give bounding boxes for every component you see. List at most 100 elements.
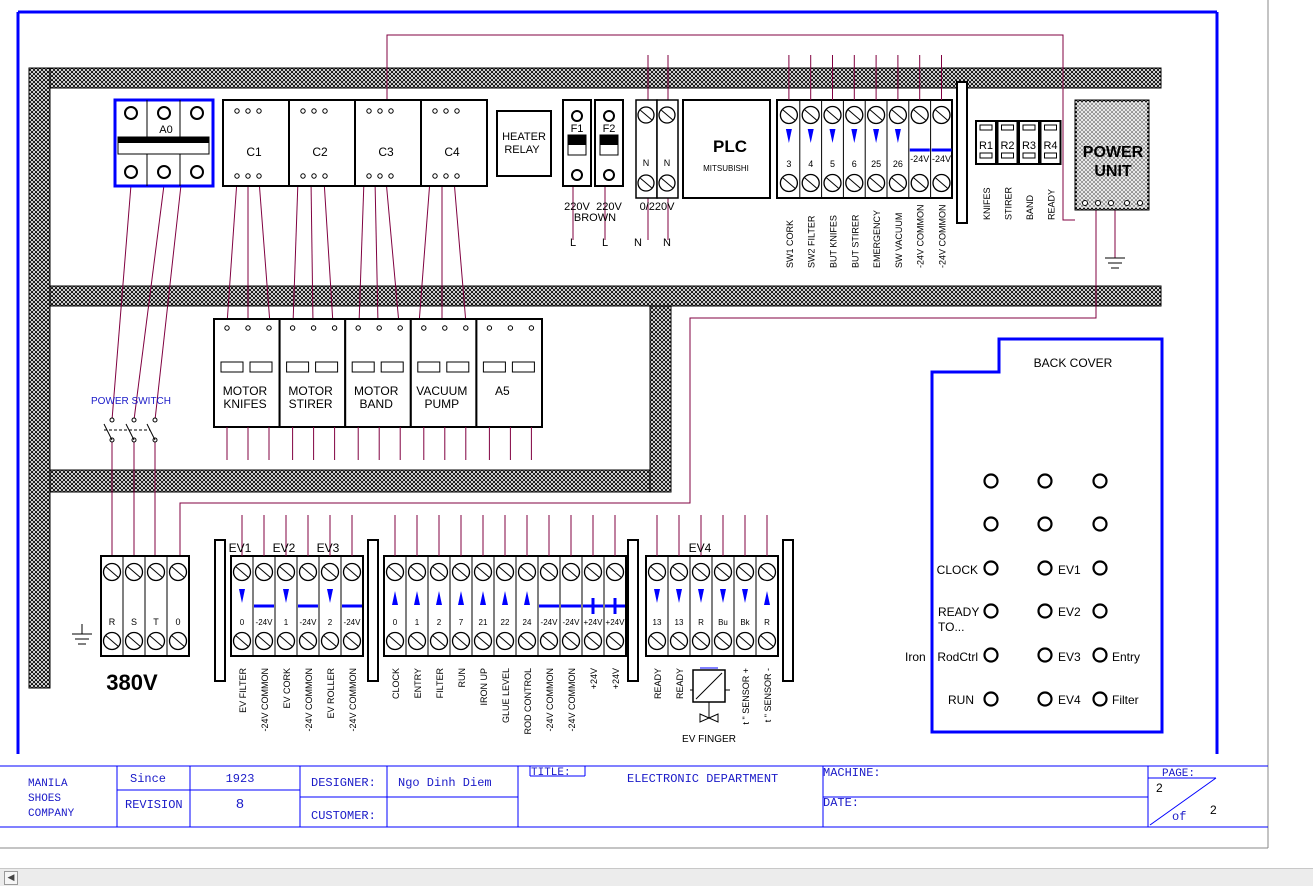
relay-name: R2 [1000,140,1014,152]
company-line1: MANILA [28,778,68,790]
revision-value: 8 [236,797,244,813]
terminal [245,173,251,179]
hole [1037,560,1053,576]
terminal [311,108,317,114]
bc-ev4: EV4 [1058,693,1081,707]
terminal-number: 1 [415,618,420,627]
terminal-label: FILTER [435,668,445,699]
hole [1092,691,1108,707]
screw-icon [757,631,777,651]
screw-icon [539,631,559,651]
screw-icon [910,105,929,125]
terminal-label: N [664,158,671,168]
terminal [266,325,272,331]
relay-tab [1044,152,1057,159]
indicator [417,361,441,373]
back-cover-title: BACK COVER [1034,356,1113,370]
terminal-label: t " SENSOR + [741,668,751,724]
screw-icon [605,631,625,651]
screw-icon [823,173,842,193]
end-stop [367,539,379,682]
indicator [315,361,339,373]
arrow-icon [654,589,660,603]
terminal-number: +24V [606,618,626,627]
screw-icon [583,631,603,651]
screw-icon [932,173,951,193]
wire [226,179,238,325]
terminal [463,325,469,331]
screw-icon [146,631,166,651]
terminal [421,325,427,331]
arrow-icon [524,591,530,605]
terminal-label: SW1 CORK [785,220,795,268]
terminal [366,108,372,114]
terminal [289,325,296,331]
wire [258,179,271,325]
screw-icon [232,631,252,651]
heater-relay-line2: RELAY [504,144,540,156]
screw-icon [735,631,755,651]
terminal-label: -24V COMMON [545,668,555,732]
terminal-label: BUT KNIFES [829,215,839,268]
motor-label: BAND [360,397,394,411]
plc-brand: MITSUBISHI [703,164,749,173]
relay-name: R3 [1022,140,1036,152]
power-unit-line2: UNIT [1094,163,1132,180]
screw-icon [385,562,405,582]
designer-value: Ngo Dinh Diem [398,776,492,790]
screw-icon [669,562,689,582]
terminal [245,325,251,331]
wire [385,179,400,325]
terminal-number: 5 [830,159,835,169]
terminal-label: READY [653,668,663,699]
arrow-icon [764,591,770,605]
fuse-label: F1 [571,123,584,135]
screw-icon [823,105,842,125]
hole [1037,691,1053,707]
terminal-number: R [698,618,704,627]
terminal [432,108,438,114]
wire [310,179,314,325]
screw-icon [637,174,655,192]
terminal-label: -24V COMMON [567,668,577,732]
relay-tab [1022,152,1036,159]
motor-contactor [213,318,281,428]
screw-icon [647,631,667,651]
scroll-left-icon[interactable]: ◀ [4,871,18,885]
terminal-number: 0 [393,618,398,627]
bc-ev1: EV1 [1058,563,1081,577]
hole [1092,560,1108,576]
relay-tab [1022,124,1036,131]
wire [374,179,379,325]
terminal-label: ROD CONTROL [523,668,533,735]
title-label: TITLE: [531,767,571,779]
terminal-number: 3 [786,159,791,169]
terminal [300,173,306,179]
terminal-label: RUN [457,668,467,688]
power-switch: POWER SWITCH [91,396,171,443]
terminal-label: N [643,158,650,168]
terminal-label: IRON UP [479,668,489,706]
screw-icon [932,105,951,125]
screw-icon [801,173,820,193]
screw-icon [845,105,864,125]
terminal [310,325,317,331]
heater-relay-line1: HEATER [502,131,546,143]
screw-icon [254,562,274,582]
bc-run: RUN [948,693,974,707]
indicator [220,361,244,373]
motor-label: KNIFES [223,397,266,411]
terminal-number: -24V [541,618,559,627]
ground-symbol [72,257,1125,645]
contactor-label: C4 [444,145,460,159]
power-unit-line1: POWER [1083,144,1144,161]
terminal [377,108,383,114]
horizontal-scrollbar[interactable]: ◀ [0,868,1313,886]
motor-label: PUMP [424,397,459,411]
